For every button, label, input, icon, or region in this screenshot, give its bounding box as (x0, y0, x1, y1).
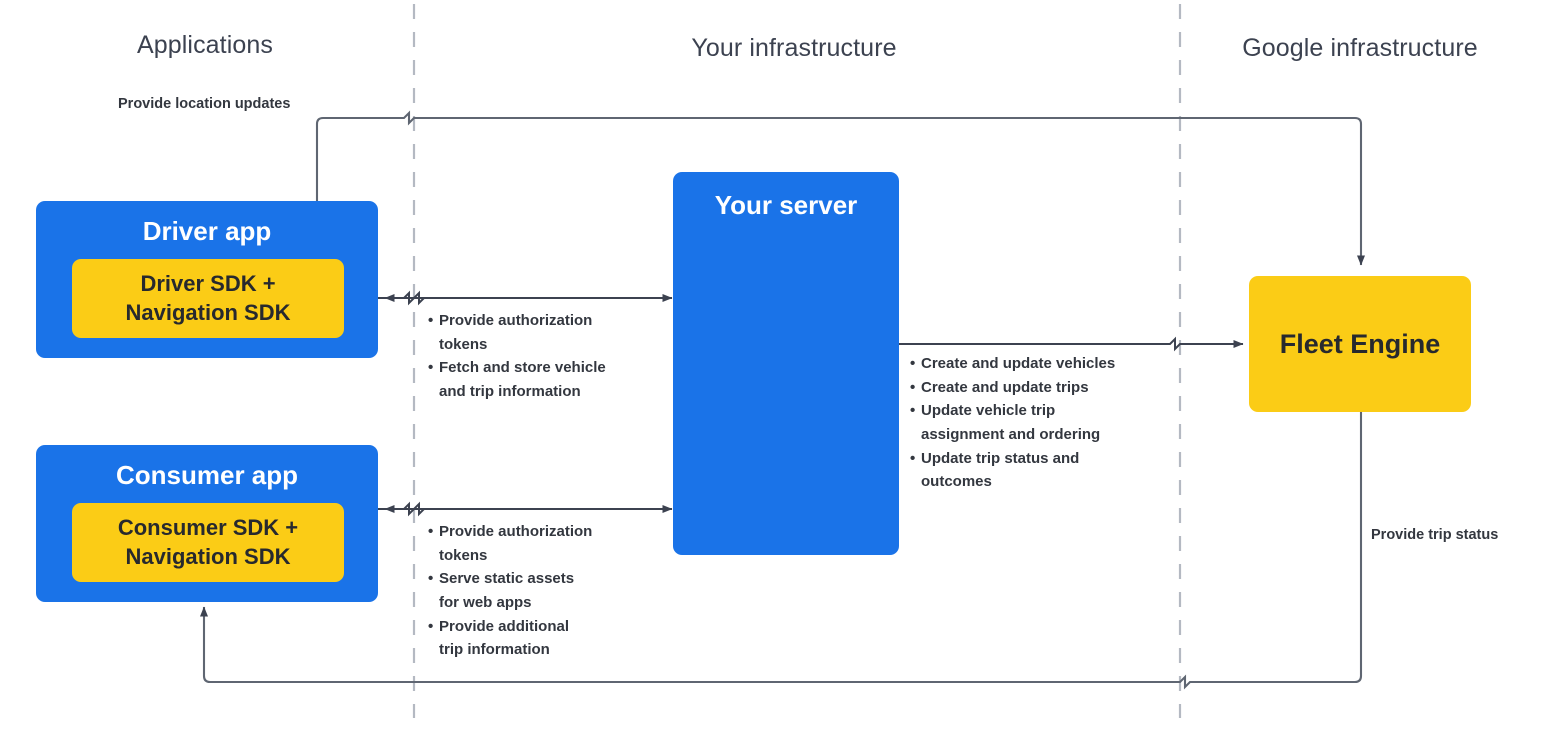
bullet-text: Update vehicle trip assignment and order… (921, 402, 1101, 444)
bullet-item: • Update vehicle trip assignment and ord… (910, 399, 1165, 446)
bullet-item: • Create and update trips (910, 376, 1165, 400)
your-server-title: Your server (714, 190, 858, 220)
bullet-text: Provide authorization tokens (439, 312, 593, 353)
node-your-server[interactable]: Your server (673, 172, 899, 555)
bullet-item: • Provide authorization tokens (428, 520, 658, 567)
zone-title-your-infrastructure: Your infrastructure (691, 34, 897, 62)
consumer-sdk-label: Consumer SDK + Navigation SDK (117, 515, 299, 569)
bullet-text: Update trip status and outcomes (921, 449, 1080, 491)
bullet-glyph: • (910, 449, 916, 467)
bullet-glyph: • (428, 359, 434, 377)
bullet-glyph: • (910, 402, 916, 420)
edge-server-consumer (384, 501, 672, 517)
bullet-glyph: • (910, 355, 916, 372)
bullet-text: Create and update trips (921, 378, 1089, 396)
edge-label-location-updates: Provide location updates (118, 96, 291, 112)
bullet-item: • Serve static assets for web apps (428, 567, 658, 614)
bullet-item: • Create and update vehicles (910, 352, 1165, 376)
bullet-text: Provide authorization tokens (439, 523, 593, 564)
node-consumer-app[interactable]: Consumer app Consumer SDK + Navigation S… (36, 445, 378, 602)
edge-bullets-server-fleet: • Create and update vehicles • Create an… (910, 352, 1165, 494)
bullet-text: Create and update vehicles (921, 355, 1116, 372)
bullet-item: • Provide additional trip information (428, 615, 658, 662)
driver-sdk-label: Driver SDK + Navigation SDK (125, 271, 291, 325)
node-driver-sdk[interactable]: Driver SDK + Navigation SDK (72, 259, 344, 338)
zone-title-google-infrastructure: Google infrastructure (1242, 34, 1478, 62)
bullet-glyph: • (428, 312, 434, 329)
bullet-text: Provide additional trip information (439, 617, 570, 659)
fleet-engine-title: Fleet Engine (1279, 328, 1441, 359)
edge-server-fleet (899, 336, 1244, 352)
edge-bullets-consumer-server: • Provide authorization tokens • Serve s… (428, 520, 658, 662)
edge-driver-server (378, 290, 673, 306)
bullet-glyph: • (428, 617, 434, 635)
node-consumer-sdk[interactable]: Consumer SDK + Navigation SDK (72, 503, 344, 582)
bullet-glyph: • (428, 570, 434, 588)
edge-bullets-driver-server: • Provide authorization tokens • Fetch a… (428, 309, 658, 404)
bullet-text: Serve static assets for web apps (439, 570, 575, 612)
edge-consumer-server (378, 501, 673, 517)
bullet-text: Fetch and store vehicle and trip informa… (439, 359, 606, 401)
bullet-glyph: • (910, 378, 916, 396)
edge-label-trip-status: Provide trip status (1371, 527, 1499, 543)
node-fleet-engine[interactable]: Fleet Engine (1249, 276, 1471, 412)
edge-server-driver (384, 290, 672, 306)
bullet-glyph: • (428, 523, 434, 540)
bullet-item: • Provide authorization tokens (428, 309, 658, 356)
bullet-item: • Update trip status and outcomes (910, 447, 1165, 494)
driver-app-title: Driver app (142, 216, 272, 246)
zone-title-applications: Applications (136, 31, 273, 59)
bullet-item: • Fetch and store vehicle and trip infor… (428, 356, 658, 403)
node-driver-app[interactable]: Driver app Driver SDK + Navigation SDK (36, 201, 378, 358)
consumer-app-title: Consumer app (115, 460, 299, 490)
